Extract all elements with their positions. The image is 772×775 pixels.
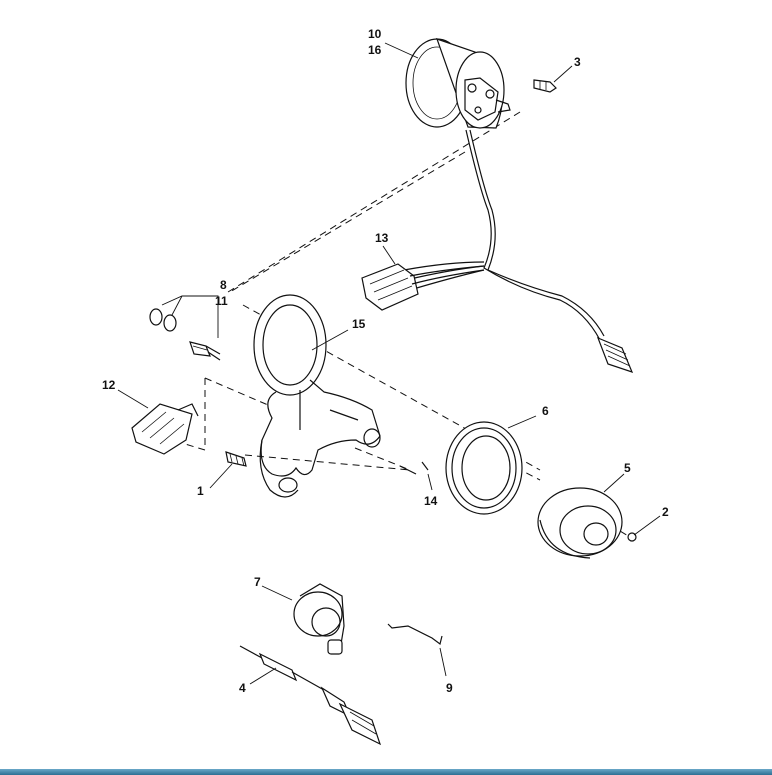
callout-7: 7 xyxy=(254,575,261,589)
callout-14: 14 xyxy=(424,494,438,508)
callout-4: 4 xyxy=(239,681,246,695)
callout-leader-lines xyxy=(117,42,661,685)
callout-15: 15 xyxy=(352,317,366,331)
callout-16: 16 xyxy=(368,43,382,57)
callout-1: 1 xyxy=(197,484,204,498)
callout-3: 3 xyxy=(574,55,581,69)
wire-connector xyxy=(361,263,485,311)
assembly-dashed-lines xyxy=(184,111,631,538)
mounting-stud xyxy=(225,451,247,467)
callout-13: 13 xyxy=(375,231,389,245)
drive-housing xyxy=(293,583,345,655)
wire-spring-clip xyxy=(387,623,443,646)
callout-8: 8 xyxy=(220,278,227,292)
gauge-housing-ring xyxy=(445,421,523,515)
callout-10: 10 xyxy=(368,27,382,41)
callout-6: 6 xyxy=(542,404,549,418)
speedometer-gauge xyxy=(403,38,634,373)
speedometer-cable xyxy=(239,645,382,746)
callout-12: 12 xyxy=(102,378,116,392)
roll-pin xyxy=(399,461,429,475)
o-rings-and-screw xyxy=(149,308,221,361)
callout-labels: 10 16 3 13 8 11 15 12 6 5 2 1 14 7 9 4 xyxy=(102,27,669,695)
retaining-clip xyxy=(131,403,199,455)
lamp-bulb xyxy=(533,79,557,93)
bottom-divider-bar xyxy=(0,769,772,775)
gauge-cup-cover xyxy=(537,487,623,559)
callout-9: 9 xyxy=(446,681,453,695)
callout-11: 11 xyxy=(215,294,228,308)
mounting-bracket xyxy=(253,294,381,498)
callout-5: 5 xyxy=(624,461,631,475)
callout-2: 2 xyxy=(662,505,669,519)
